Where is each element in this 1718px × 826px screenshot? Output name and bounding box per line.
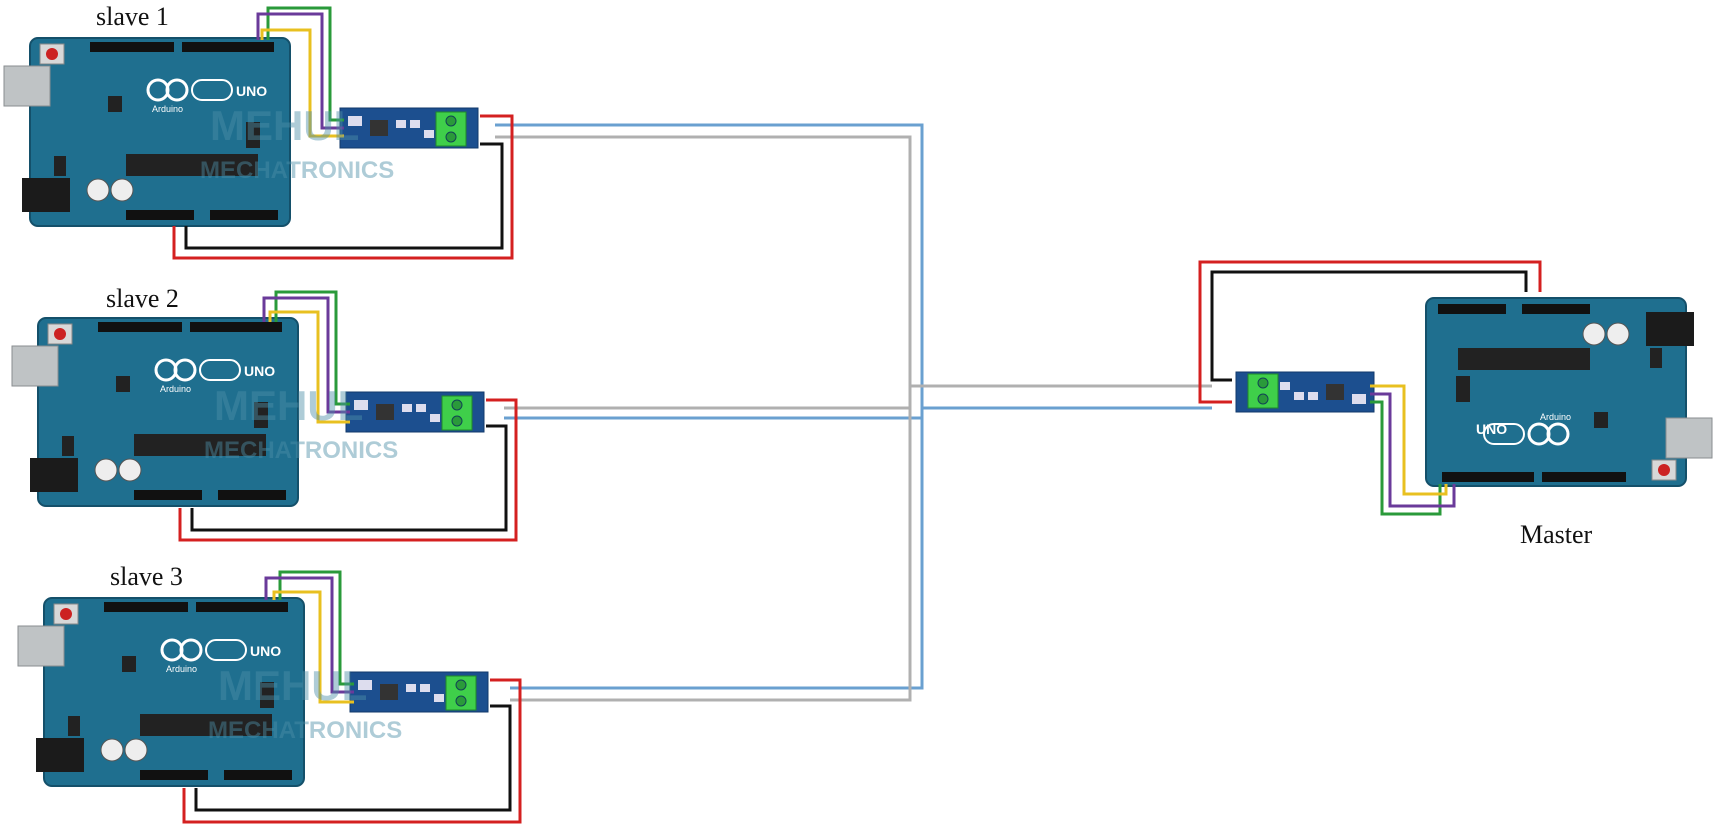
slave3-rs485-module [349,671,489,713]
slave2-assembly [10,290,518,542]
slave3-board-model: UNO [250,643,281,659]
slave2-wires [178,290,518,542]
bus-gray-slave1 [495,135,1212,388]
master-board-model: UNO [1476,421,1507,437]
slave1-assembly [2,6,514,260]
watermark-line2: MECHATRONICS [200,157,394,184]
slave2-board-model: UNO [244,363,275,379]
master-board-brand: Arduino [1540,412,1571,422]
label-slave2: slave 2 [106,284,179,313]
slave1-wires [172,6,514,260]
watermark-line2-slave2: MECHATRONICS [204,437,398,464]
master-arduino-board [1424,296,1714,488]
slave2-rs485-module [345,391,485,433]
watermark: MEHUL MECHATRONICS MEHUL MECHATRONICS ME… [200,102,402,744]
master-assembly [1198,260,1714,516]
slave1-rs485-module [339,107,479,149]
watermark-line1: MEHUL [210,102,359,149]
slave2-board-brand: Arduino [160,384,191,394]
master-rs485-module [1235,371,1375,413]
bus-blue-slave1 [495,123,1212,410]
watermark-line2-slave3: MECHATRONICS [208,717,402,744]
board-labels: UNO Arduino UNO Arduino UNO Arduino UNO … [152,83,1571,674]
slave3-wires [182,570,522,824]
watermark-line1-slave3: MEHUL [218,662,367,709]
bus-gray-slave3 [510,386,912,702]
watermark-line1-slave2: MEHUL [214,382,363,429]
master-wires [1198,260,1542,516]
slave3-board-brand: Arduino [166,664,197,674]
bus-lines [495,123,1212,702]
label-slave1: slave 1 [96,2,169,31]
slave3-assembly [16,570,522,824]
slave1-board-brand: Arduino [152,104,183,114]
label-slave3: slave 3 [110,562,183,591]
bus-blue-slave3 [510,408,924,690]
label-master: Master [1520,520,1593,549]
slave1-board-model: UNO [236,83,267,99]
